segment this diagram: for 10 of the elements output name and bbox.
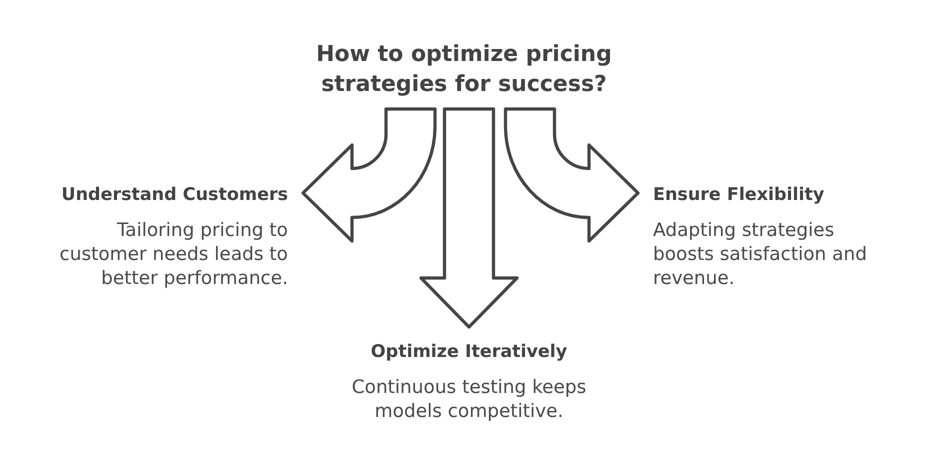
outcome-description: Adapting strategies boosts satisfaction and revenue. <box>653 219 868 291</box>
block-arrow <box>419 107 519 329</box>
outcome-heading: Optimize Iteratively <box>370 341 568 364</box>
block-arrow <box>301 107 437 243</box>
outcome-description: Continuous testing keeps models competitive. <box>350 376 588 424</box>
outcome-heading: Ensure Flexibility <box>653 184 824 207</box>
question-text: How to optimize pricing strategies for success? <box>315 41 613 99</box>
outcome-heading: Understand Customers <box>61 184 288 207</box>
outcome-description: Tailoring pricing to customer needs leads to better performance. <box>58 219 288 291</box>
block-arrow <box>504 107 640 243</box>
